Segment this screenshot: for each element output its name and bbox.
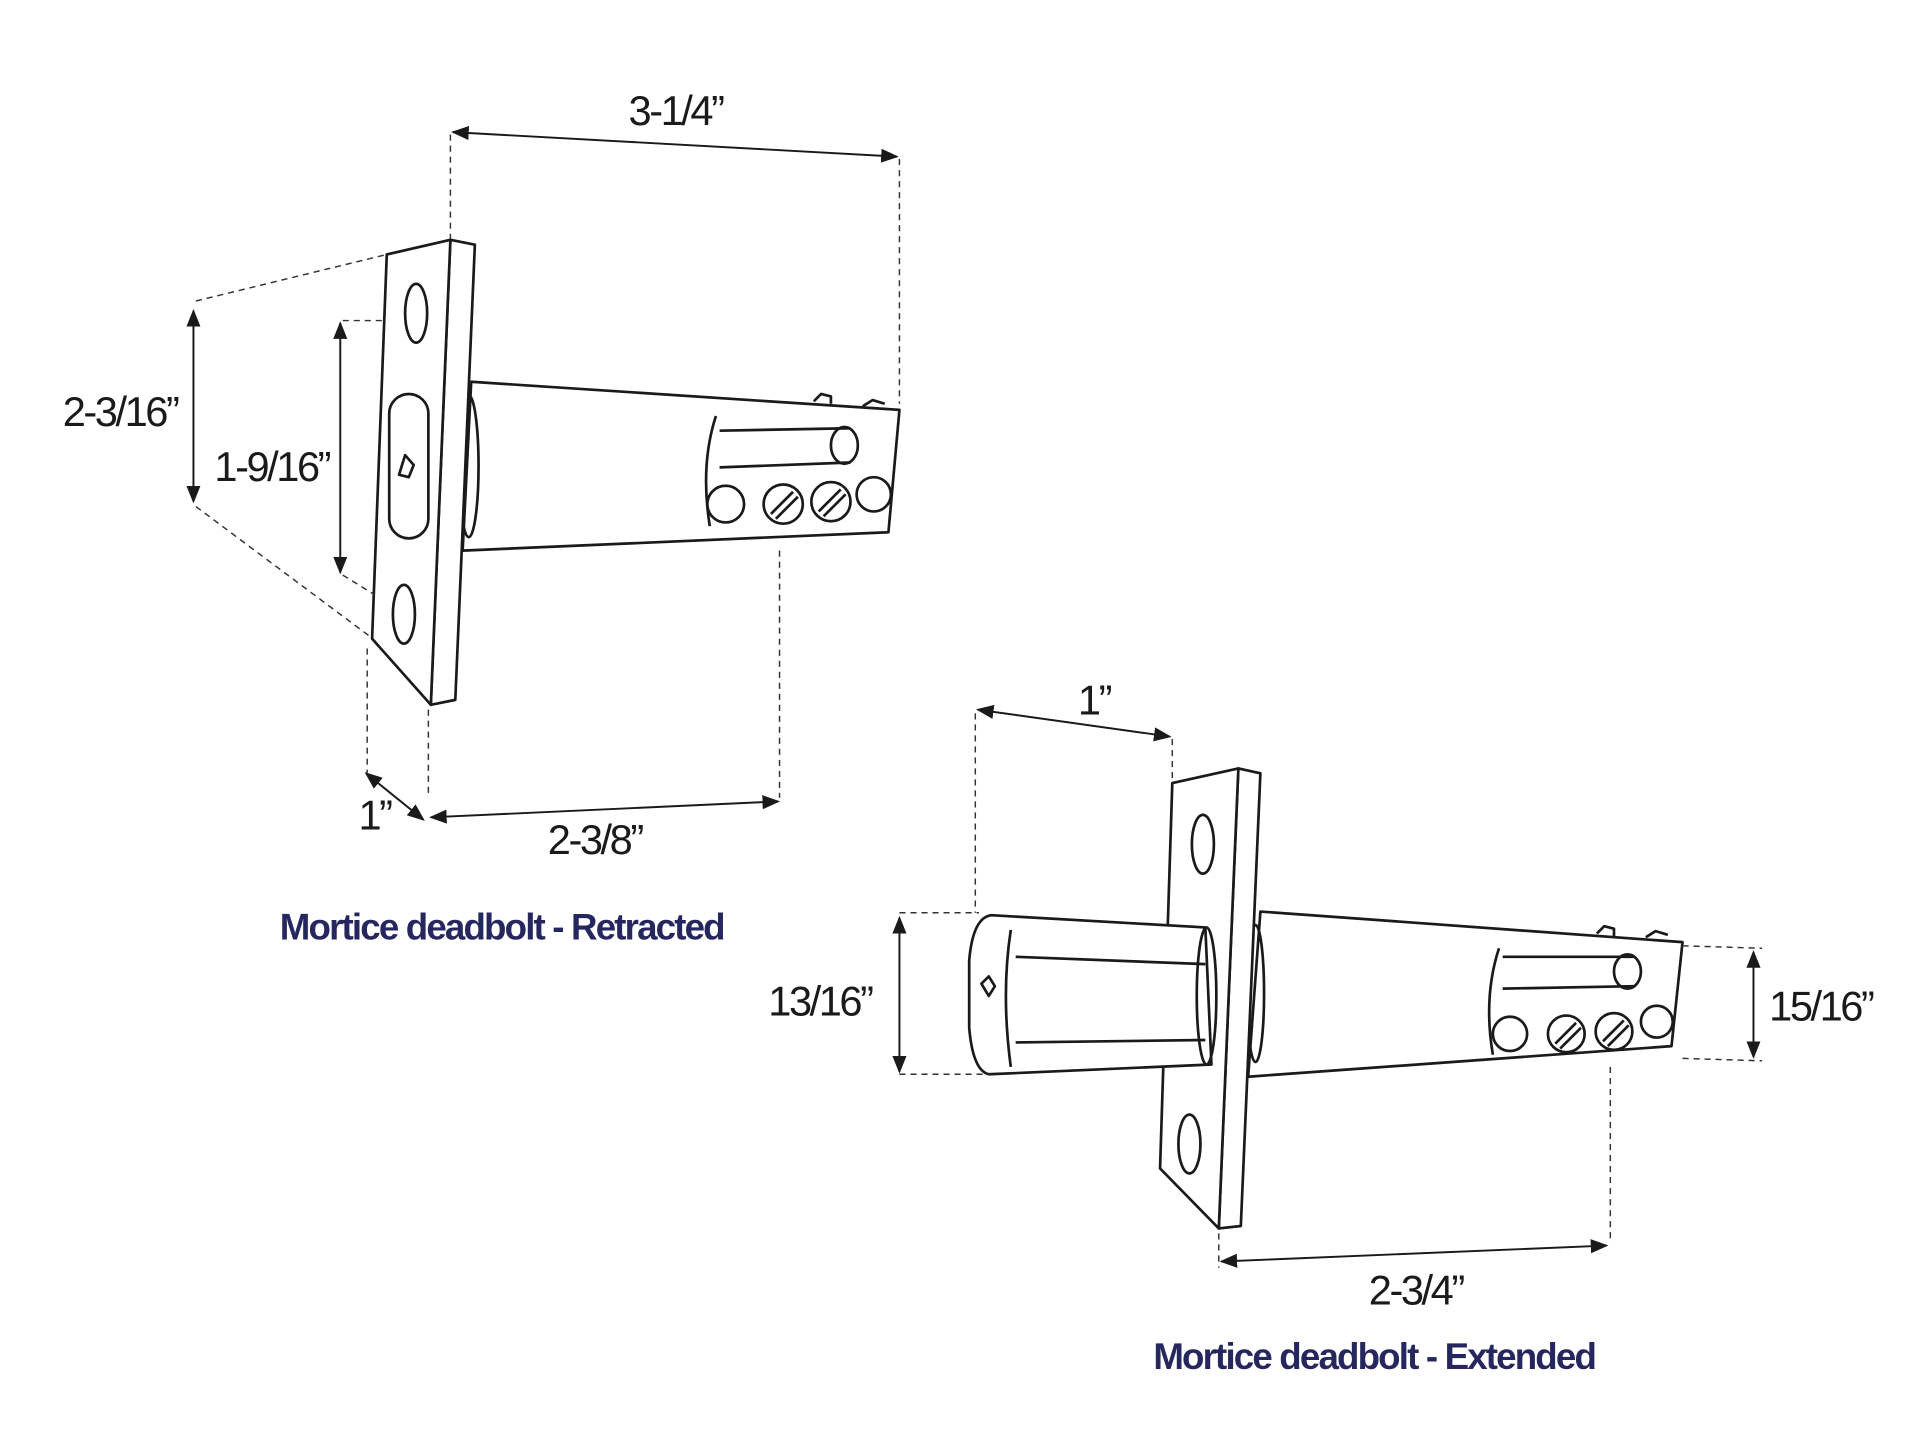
dim-arrow [364,772,425,821]
dim-arrow [451,125,899,163]
dim-arrow [976,704,1172,742]
dim-overall-length: 3-1/4” [629,87,725,134]
screw-hole-icon [1639,1004,1675,1039]
faceplate-hole [1190,813,1216,875]
caption-retracted: Mortice deadbolt - Retracted [280,907,724,948]
window-slot [1487,947,1634,1055]
dim-faceplate-height: 2-3/16” [63,388,179,435]
screw-hole-icon [855,475,893,513]
dim-body-length: 2-3/4” [1369,1266,1465,1313]
bolt-edges [1004,929,1206,1068]
dim-arrow [1219,1239,1609,1268]
diamond-icon [980,975,997,998]
bolt-body [1246,910,1684,1079]
screw-slot [817,488,847,518]
screw-slot [1554,1021,1582,1050]
diamond-icon [397,453,416,479]
window-slot [704,415,851,527]
faceplate-hole [391,583,417,645]
screw-slot [770,490,799,520]
screw-icon [1594,1011,1634,1052]
dim-arrow [429,795,781,824]
faceplate-hole [1177,1113,1202,1175]
dim-bolt-height: 1-9/16” [214,443,330,490]
bolt-body [461,380,901,552]
dim-faceplate-width: 1” [358,792,392,839]
dim-body-length: 2-3/8” [548,816,644,863]
screw-hole-icon [1491,1015,1529,1053]
screw-slot [1602,1019,1630,1048]
screw-icon [762,483,805,526]
retracted-deadbolt-drawing: 3-1/4” 2-3/16” 1-9/16” 1” 2-3/8” Mortice… [63,87,901,948]
dim-throw: 1” [1078,677,1112,724]
body-tabs [812,392,886,408]
dim-bolt-height: 13/16” [768,978,873,1025]
caption-extended: Mortice deadbolt - Extended [1153,1336,1595,1377]
screw-icon [1546,1014,1586,1054]
dim-body-height: 15/16” [1769,982,1874,1029]
bolt-face-slot [387,392,430,540]
bolt-end [1195,926,1218,1066]
extended-deadbolt-drawing: 1” 13/16” 15/16” 2-3/4” Mortice deadbolt… [768,677,1876,1378]
slot-pin [1612,953,1643,990]
faceplate-hole [403,282,429,344]
slot-pin [829,425,860,466]
body-tabs [1595,924,1669,939]
screw-hole-icon [705,484,746,524]
screw-icon [809,480,852,523]
